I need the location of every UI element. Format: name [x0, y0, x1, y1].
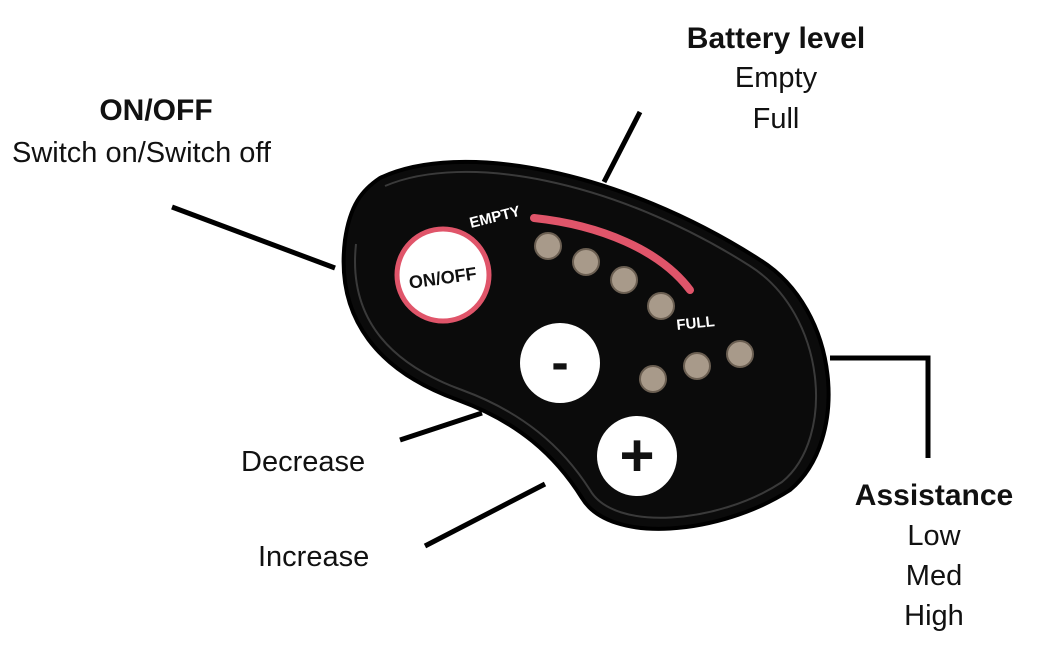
- battery-scale-arc: [530, 214, 694, 294]
- battery-led: [647, 292, 675, 320]
- battery-empty-text: Empty: [734, 62, 818, 94]
- increase-button[interactable]: +: [597, 416, 677, 496]
- battery-full-label: FULL: [676, 313, 716, 334]
- assistance-med-text: Med: [905, 560, 963, 592]
- assistance-low-text: Low: [907, 520, 961, 552]
- assistance-high-text: High: [904, 600, 964, 632]
- assistance-led-low: [639, 365, 667, 393]
- battery-led: [534, 232, 562, 260]
- onoff-button[interactable]: ON/OFF: [394, 226, 492, 324]
- controller-body-highlight: [354, 171, 818, 519]
- onoff-title: ON/OFF: [99, 94, 213, 127]
- battery-leader-line: [601, 110, 643, 184]
- battery-led: [610, 266, 638, 294]
- battery-full-text: Full: [752, 103, 800, 135]
- onoff-leader-line: [171, 204, 336, 271]
- minus-button-label: -: [551, 334, 568, 392]
- battery-led: [572, 248, 600, 276]
- assistance-title: Assistance: [854, 479, 1014, 512]
- decrease-button[interactable]: -: [520, 323, 600, 403]
- assistance-led-med: [683, 352, 711, 380]
- plus-button-label: +: [619, 422, 654, 489]
- onoff-description: Switch on/Switch off: [12, 137, 271, 169]
- assistance-leds: [639, 340, 754, 393]
- increase-leader-line: [423, 481, 547, 549]
- battery-title: Battery level: [686, 22, 866, 55]
- assistance-leader-line: [830, 355, 931, 458]
- decrease-label: Decrease: [241, 446, 366, 478]
- battery-leds: [534, 232, 675, 320]
- assistance-led-high: [726, 340, 754, 368]
- increase-label: Increase: [258, 541, 370, 573]
- decrease-leader-line: [399, 410, 483, 443]
